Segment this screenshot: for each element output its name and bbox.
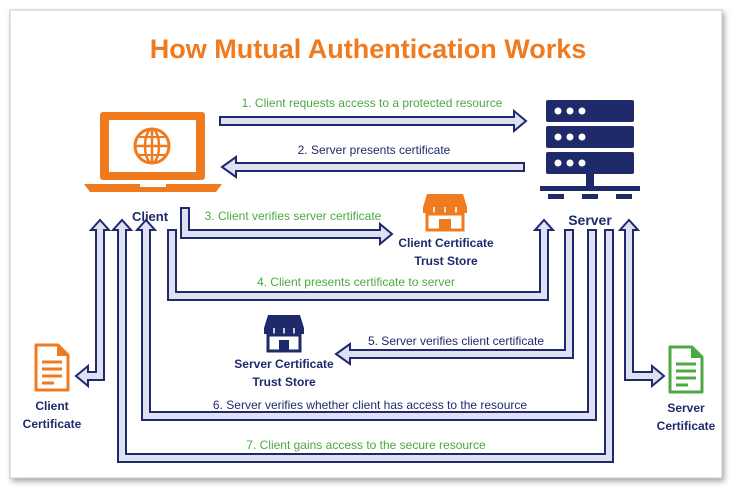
laptop-globe-icon bbox=[84, 112, 222, 192]
step-4-arrow bbox=[167, 218, 556, 301]
server-trust-store-label-line1: Server Certificate bbox=[234, 357, 334, 371]
server-trust-store-icon bbox=[264, 315, 304, 353]
step-6-label: 6. Server verifies whether client has ac… bbox=[213, 398, 527, 412]
server-label: Server bbox=[568, 212, 612, 228]
client-certificate-arrow bbox=[74, 218, 112, 389]
client-trust-store-label-line1: Client Certificate bbox=[398, 236, 494, 250]
step-2-arrow bbox=[220, 155, 525, 179]
client-trust-store-label-line2: Trust Store bbox=[414, 254, 478, 268]
client-certificate-label-line1: Client bbox=[35, 399, 68, 413]
server-certificate-icon bbox=[668, 345, 704, 394]
server-certificate-label-line2: Certificate bbox=[657, 419, 716, 433]
step-3-arrow bbox=[180, 207, 394, 247]
diagram-title: How Mutual Authentication Works bbox=[150, 34, 587, 64]
step-6-arrow bbox=[134, 218, 597, 421]
server-trust-store-label-line2: Trust Store bbox=[252, 375, 316, 389]
client-trust-store-icon bbox=[423, 194, 467, 232]
client-certificate-icon bbox=[34, 343, 70, 392]
server-certificate-arrow bbox=[617, 218, 666, 389]
step-2-label: 2. Server presents certificate bbox=[298, 143, 451, 157]
step-1-arrow bbox=[219, 108, 528, 134]
client-label: Client bbox=[132, 209, 169, 224]
step-5-arrow bbox=[334, 229, 574, 366]
step-7-arrow bbox=[110, 218, 614, 463]
client-certificate-label-line2: Certificate bbox=[23, 417, 82, 431]
server-rack-icon bbox=[540, 100, 640, 199]
step-7-label: 7. Client gains access to the secure res… bbox=[246, 438, 486, 452]
diagram-card bbox=[9, 9, 723, 479]
step-4-label: 4. Client presents certificate to server bbox=[257, 275, 455, 289]
step-3-label: 3. Client verifies server certificate bbox=[205, 209, 382, 223]
step-5-label: 5. Server verifies client certificate bbox=[368, 334, 544, 348]
server-certificate-label-line1: Server bbox=[667, 401, 705, 415]
step-1-label: 1. Client requests access to a protected… bbox=[242, 96, 503, 110]
